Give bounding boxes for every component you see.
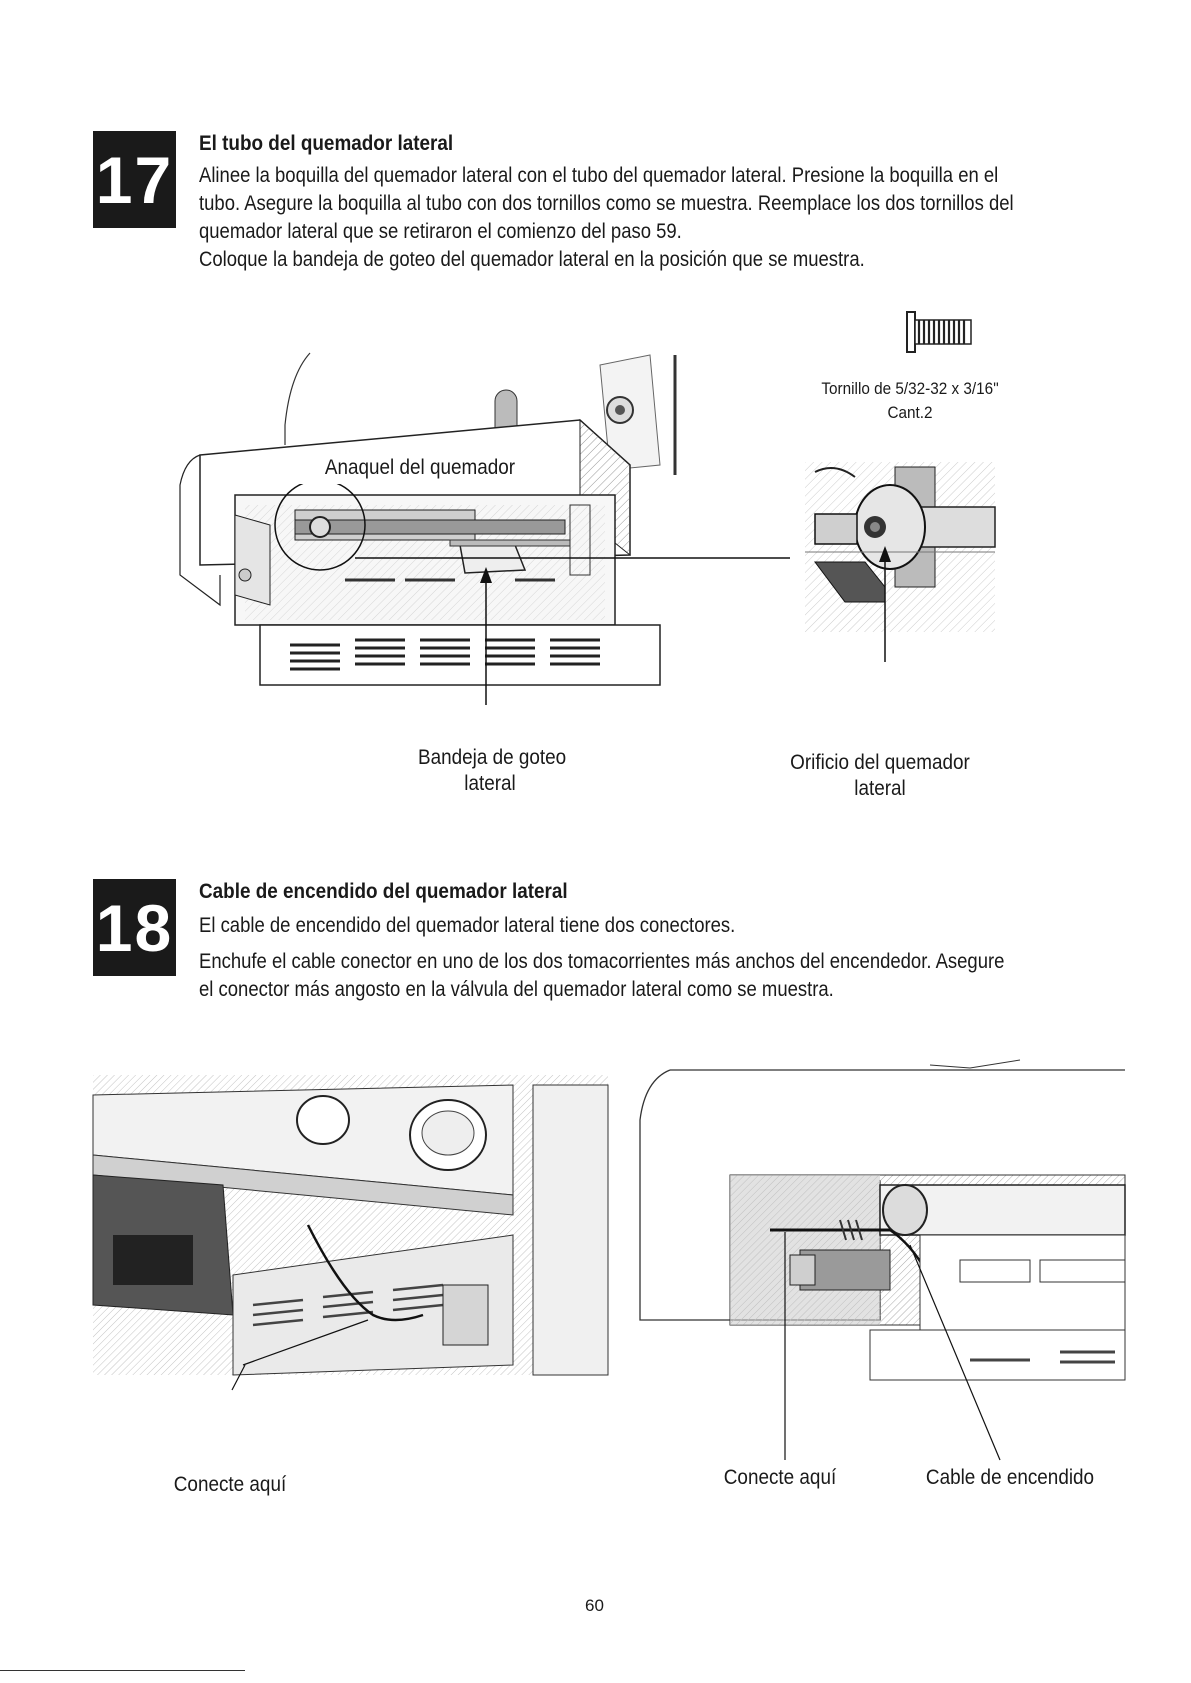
step-17-title: El tubo del quemador lateral	[199, 132, 454, 155]
drip-tray-label-line-2: lateral	[464, 772, 516, 795]
step-17-paragraph-1: Alinee la boquilla del quemador lateral …	[199, 164, 1014, 243]
footer-rule	[0, 1670, 245, 1671]
burner-orifice-detail	[805, 462, 996, 662]
step-17-paragraph-2: Coloque la bandeja de goteo del quemador…	[199, 248, 865, 271]
drip-tray-label-line-1: Bandeja de goteo	[418, 746, 567, 769]
side-burner-valve-illustration	[639, 1059, 1126, 1461]
step-17-number: 17	[95, 142, 174, 217]
side-burner-shelf-illustration	[179, 352, 790, 705]
grill-control-panel-illustration	[92, 1075, 609, 1376]
screw-spec-line-1: Tornillo de 5/32-32 x 3/16"	[821, 379, 999, 398]
step-18-title: Cable de encendido del quemador lateral	[199, 880, 568, 903]
step-18-number: 18	[95, 890, 174, 965]
step-18-instructions: El cable de encendido del quemador later…	[199, 912, 1017, 1004]
connect-here-right-label: Conecte aquí	[723, 1466, 837, 1489]
screw-quantity: Cant.2	[887, 403, 933, 422]
step-18-number-badge: 18	[93, 879, 176, 976]
shelf-label: Anaquel del quemador	[324, 456, 516, 479]
page-number: 60	[585, 1596, 604, 1615]
step-17-number-badge: 17	[93, 131, 176, 228]
connect-left-leader-line	[231, 1364, 246, 1391]
connect-here-left-label: Conecte aquí	[173, 1473, 287, 1496]
step-18-paragraph-2: Enchufe el cable conector en uno de los …	[199, 950, 1005, 1001]
step-17-instructions: Alinee la boquilla del quemador lateral …	[199, 162, 1017, 274]
screw-icon	[906, 311, 972, 353]
orifice-label-line-1: Orificio del quemador	[790, 751, 970, 774]
shelf-label-box	[298, 452, 558, 484]
ignition-cable-label: Cable de encendido	[925, 1466, 1095, 1489]
step-18-paragraph-1: El cable de encendido del quemador later…	[199, 914, 736, 937]
orifice-label-line-2: lateral	[854, 777, 906, 800]
